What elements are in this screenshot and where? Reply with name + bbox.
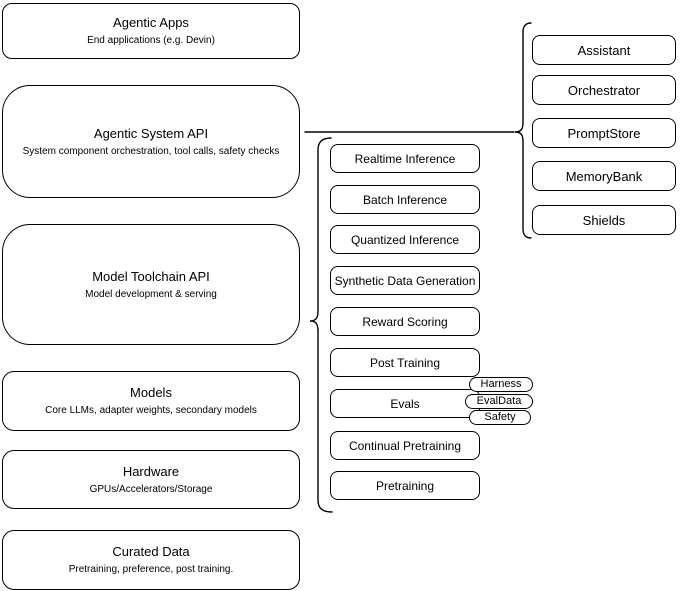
layer-box-agentic-apps: Agentic Apps End applications (e.g. Devi…	[2, 3, 300, 59]
component-label: Assistant	[577, 42, 631, 58]
layer-subtitle: GPUs/Accelerators/Storage	[89, 483, 213, 495]
component-box-promptstore: PromptStore	[532, 118, 676, 148]
evals-badge-harness: Harness	[469, 377, 533, 392]
layer-box-models: Models Core LLMs, adapter weights, secon…	[2, 371, 300, 431]
badge-label: Safety	[484, 411, 516, 423]
toolchain-label: Post Training	[369, 355, 441, 370]
badge-label: EvalData	[476, 395, 522, 407]
toolchain-label: Pretraining	[375, 478, 435, 493]
layer-title: Agentic Apps	[113, 15, 189, 30]
layer-box-curated-data: Curated Data Pretraining, preference, po…	[2, 530, 300, 590]
system-components-brace	[514, 22, 532, 239]
toolchain-box-realtime-inference: Realtime Inference	[330, 144, 480, 173]
layer-box-hardware: Hardware GPUs/Accelerators/Storage	[2, 450, 300, 509]
toolchain-box-batch-inference: Batch Inference	[330, 185, 480, 214]
layer-title: Models	[130, 385, 172, 400]
layer-box-agentic-system-api: Agentic System API System component orch…	[2, 85, 300, 198]
layer-subtitle: Pretraining, preference, post training.	[68, 564, 234, 575]
toolchain-box-synthetic-data-generation: Synthetic Data Generation	[330, 266, 480, 295]
component-label: Orchestrator	[567, 82, 641, 98]
component-box-memorybank: MemoryBank	[532, 161, 676, 191]
component-label: PromptStore	[567, 125, 641, 141]
toolchain-label: Realtime Inference	[354, 151, 456, 166]
toolchain-box-evals: Evals	[330, 389, 480, 418]
toolchain-label: Continual Pretraining	[348, 438, 462, 453]
toolchain-label: Evals	[390, 396, 420, 411]
badge-label: Harness	[480, 378, 522, 390]
toolchain-box-pretraining: Pretraining	[330, 471, 480, 500]
layer-title: Hardware	[122, 463, 180, 479]
layer-subtitle: End applications (e.g. Devin)	[87, 35, 215, 46]
evals-badge-evaldata: EvalData	[465, 394, 533, 409]
layer-title: Agentic System API	[93, 125, 209, 141]
component-label: MemoryBank	[565, 168, 643, 184]
component-box-shields: Shields	[532, 205, 676, 235]
layer-subtitle: Core LLMs, adapter weights, secondary mo…	[45, 405, 257, 416]
toolchain-brace	[309, 137, 333, 513]
toolchain-box-post-training: Post Training	[330, 348, 480, 377]
toolchain-label: Batch Inference	[362, 192, 448, 207]
evals-badge-safety: Safety	[469, 410, 531, 425]
component-label: Shields	[582, 212, 626, 228]
toolchain-label: Synthetic Data Generation	[334, 273, 476, 288]
toolchain-box-quantized-inference: Quantized Inference	[330, 225, 480, 254]
layer-box-model-toolchain-api: Model Toolchain API Model development & …	[2, 224, 300, 345]
layer-title: Model Toolchain API	[92, 268, 210, 284]
layer-subtitle: Model development & serving	[85, 288, 217, 300]
toolchain-label: Reward Scoring	[362, 314, 448, 329]
component-box-assistant: Assistant	[532, 35, 676, 65]
toolchain-label: Quantized Inference	[350, 232, 460, 247]
component-box-orchestrator: Orchestrator	[532, 75, 676, 105]
layer-title: Curated Data	[112, 544, 190, 559]
layer-subtitle: System component orchestration, tool cal…	[22, 145, 280, 157]
toolchain-box-reward-scoring: Reward Scoring	[330, 307, 480, 336]
toolchain-box-continual-pretraining: Continual Pretraining	[330, 431, 480, 460]
